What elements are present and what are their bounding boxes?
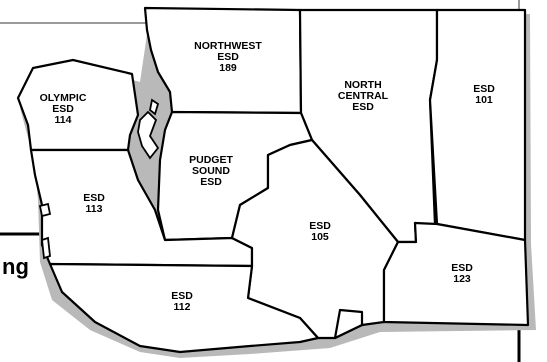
region-esd-112[interactable] xyxy=(48,262,320,354)
island-inlet-upper xyxy=(149,98,160,116)
puget-sound-inlet xyxy=(137,110,160,160)
region-olympic-esd-114[interactable] xyxy=(16,58,140,152)
region-esd-101[interactable] xyxy=(428,8,527,242)
region-small-parcel xyxy=(333,308,364,340)
region-esd-123[interactable] xyxy=(382,221,530,327)
coastal-inlet-willapa xyxy=(41,236,51,260)
cut-off-heading-text: ng xyxy=(2,254,29,279)
coastal-inlet-grays-harbor xyxy=(38,202,52,218)
